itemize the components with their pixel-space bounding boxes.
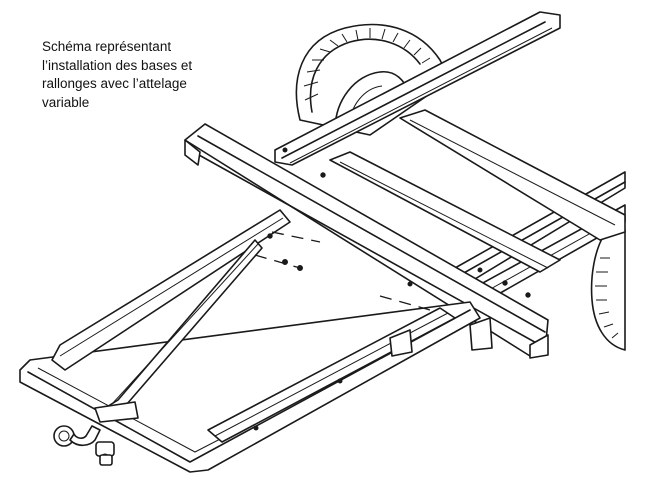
wheel-right	[590, 229, 626, 351]
main-cross-beam	[184, 123, 549, 359]
assembly-guide-lines	[254, 231, 431, 311]
drawbar-frame	[19, 209, 481, 473]
fasteners	[253, 147, 531, 431]
diagram-caption: Schéma représentant l’installation des b…	[42, 39, 193, 110]
drawbar-crossmember	[94, 307, 493, 443]
extension-rail-top	[274, 11, 561, 166]
coupling-hitch-icon	[53, 425, 115, 466]
longitudinal-members	[329, 109, 626, 273]
